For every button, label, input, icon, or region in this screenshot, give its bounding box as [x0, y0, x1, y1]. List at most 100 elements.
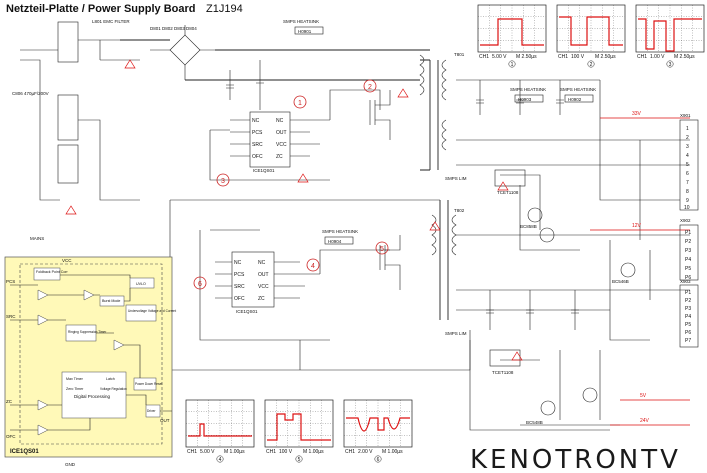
transformer-1-label: T801: [454, 52, 465, 57]
svg-text:ZC: ZC: [258, 296, 265, 302]
svg-text:P2: P2: [685, 298, 691, 304]
main-cap-label: C806 470µF/200V: [12, 91, 49, 96]
watermark: KENOTRONTV: [470, 445, 681, 473]
scope-channel: CH1: [479, 54, 489, 60]
warning-icon: [297, 173, 309, 183]
svg-text:Zero Timer: Zero Timer: [66, 387, 84, 391]
page-title: Netzteil-Platte / Power Supply Board: [6, 3, 195, 15]
heatsink-id-1: H0901: [298, 29, 312, 34]
block-diagram-title: ICE1QS01: [10, 449, 39, 455]
board-code: Z1J194: [206, 3, 243, 15]
heatsink-label-2: SMPS HEATSINK: [510, 87, 546, 92]
scope-number: 2: [590, 62, 593, 68]
heatsink-label-4: SMPS HEATSINK: [322, 229, 358, 234]
voltage-33v: 33V: [632, 111, 642, 117]
optocoupler-1-label: TCET1108: [497, 190, 519, 195]
block-vcc-label: VCC: [62, 258, 72, 263]
heatsink-id-4: H0904: [328, 239, 342, 244]
ic-2-pins: NC PCS SRC OFC NC OUT VCC ZC: [234, 260, 269, 302]
heatsink-id-2: H0903: [518, 97, 532, 102]
svg-text:NC: NC: [276, 118, 284, 124]
svg-text:P5: P5: [685, 322, 691, 328]
marker-5: 5: [380, 246, 384, 253]
optocoupler-2-label: TCET1108: [492, 370, 514, 375]
scope-channel: CH1: [345, 449, 355, 455]
svg-text:P4: P4: [685, 257, 691, 263]
scope-time: M 1.00µs: [303, 449, 324, 455]
marker-2: 2: [368, 84, 372, 91]
test-point-markers: 1 2 3 4 5 6: [193, 79, 389, 290]
svg-text:2: 2: [686, 135, 689, 141]
heatsink-label-1: SMPS HEATSINK: [283, 19, 319, 24]
scope-channel: CH1: [266, 449, 276, 455]
connector-x903-label: X903: [680, 279, 691, 284]
connector-x902-label: X902: [680, 218, 691, 223]
svg-text:1: 1: [686, 126, 689, 132]
svg-text:OFC: OFC: [6, 434, 16, 439]
svg-text:6: 6: [686, 171, 689, 177]
svg-text:Undervoltage Voltage and Curre: Undervoltage Voltage and Current: [128, 309, 176, 313]
waveform-trace: [480, 18, 544, 46]
scope-number: 3: [669, 62, 672, 68]
scope-channel: CH1: [637, 54, 647, 60]
connector-x902: X902 P1 P2 P3 P4 P5 P6: [679, 218, 699, 281]
scope-number: 1: [511, 62, 514, 68]
ic-2-label: ICE1QS01: [236, 309, 258, 314]
connector-x903: X903 P1 P2 P3 P4 P5 P6 P7: [679, 279, 699, 348]
svg-text:Power Down Reset: Power Down Reset: [135, 382, 162, 386]
svg-text:UVLO: UVLO: [136, 282, 146, 286]
svg-text:PCS: PCS: [252, 130, 263, 136]
scope-volts: 100 V: [279, 449, 293, 455]
svg-text:9: 9: [686, 198, 689, 204]
scope-channel: CH1: [187, 449, 197, 455]
scope-channel: CH1: [558, 54, 568, 60]
svg-text:NC: NC: [234, 260, 242, 266]
svg-text:3: 3: [686, 144, 689, 150]
svg-text:PCS: PCS: [6, 279, 15, 284]
bridge-diodes-label: D801 D802 D803 D804: [150, 26, 197, 31]
marker-1: 1: [298, 100, 302, 107]
transformer-2-label: T802: [454, 208, 465, 213]
scope-volts: 5.00 V: [200, 449, 215, 455]
scope-time: M 2.50µs: [674, 54, 695, 60]
svg-text:P3: P3: [685, 248, 691, 254]
svg-text:SRC: SRC: [252, 142, 263, 148]
svg-text:SRC: SRC: [6, 314, 16, 319]
svg-text:Max Timer: Max Timer: [66, 377, 84, 381]
waveform-trace: [188, 423, 252, 437]
transistor-1-label: BC858B: [520, 224, 537, 229]
ic-1-label: ICE1QS01: [253, 168, 275, 173]
connector-x901-label: X901: [680, 113, 691, 118]
ic-block-diagram: ICE1QS01 GND VCC Foldback Point Corr Bur…: [4, 256, 176, 467]
svg-text:OUT: OUT: [258, 272, 269, 278]
svg-text:P6: P6: [685, 330, 691, 336]
svg-text:Voltage Regulation: Voltage Regulation: [100, 387, 127, 391]
svg-text:VCC: VCC: [276, 142, 287, 148]
svg-text:OFC: OFC: [234, 296, 245, 302]
svg-text:ZC: ZC: [276, 154, 283, 160]
waveform-trace: [346, 417, 410, 432]
voltage-12v: 12V: [632, 223, 642, 229]
smps-lim-label-2: SMPS LIM: [445, 331, 467, 336]
scope-time: M 2.50µs: [595, 54, 616, 60]
smps-lim-label-1: SMPS LIM: [445, 176, 467, 181]
heatsink-label-3: SMPS HEATSINK: [560, 87, 596, 92]
connector-x901: X901 1 2 3 4 5 6 7 8 9 10: [679, 113, 699, 211]
warning-icon: [124, 59, 136, 69]
svg-text:4: 4: [686, 153, 689, 159]
warning-icon: [497, 181, 509, 191]
voltage-24v: 24V: [640, 418, 650, 424]
svg-text:OFC: OFC: [252, 154, 263, 160]
svg-text:OUT: OUT: [276, 130, 287, 136]
waveform-trace: [267, 413, 331, 441]
scope-number: 6: [377, 457, 380, 463]
svg-text:8: 8: [686, 189, 689, 195]
secondary-wiring: [456, 79, 690, 431]
svg-text:10: 10: [684, 205, 690, 211]
svg-text:Latch: Latch: [106, 377, 115, 381]
scope-number: 4: [219, 457, 222, 463]
scope-time: M 2.50µs: [516, 54, 537, 60]
